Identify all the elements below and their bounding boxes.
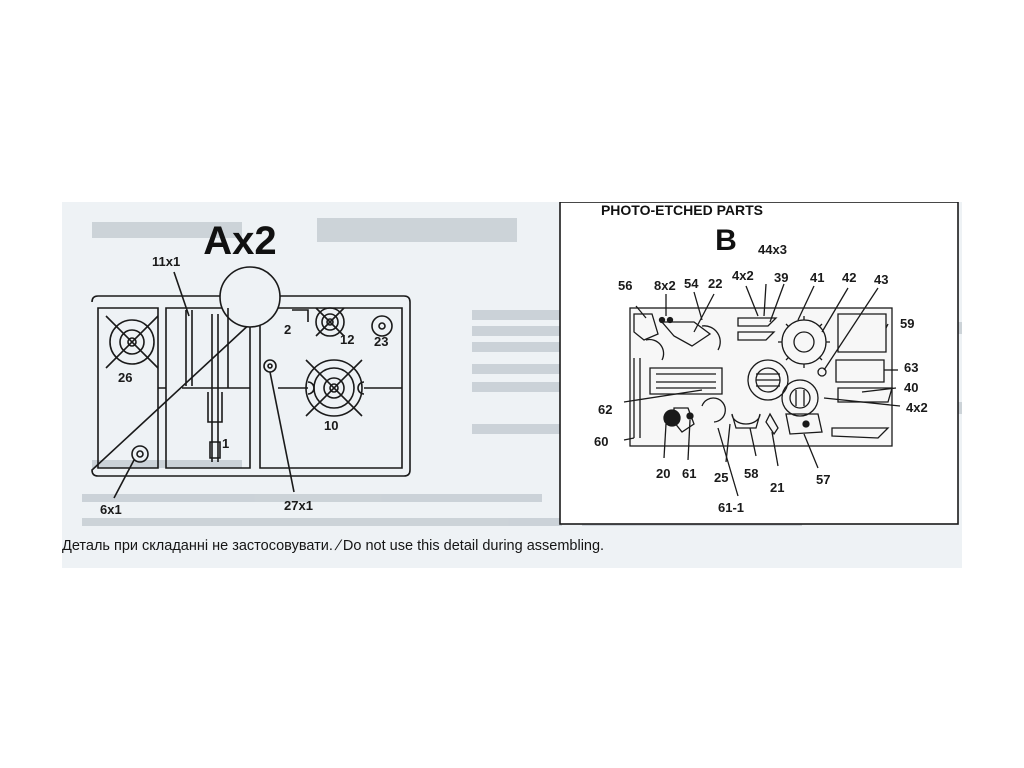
label-63: 63 (904, 360, 918, 375)
label-39: 39 (774, 270, 788, 285)
label-60: 60 (594, 434, 608, 449)
photo-etched-header: PHOTO-ETCHED PARTS (601, 202, 763, 218)
photo-etched-letter: B (715, 224, 737, 257)
label-2: 2 (284, 322, 291, 337)
label-40: 40 (904, 380, 918, 395)
label-12: 12 (340, 332, 354, 347)
slash-separator-icon: / (332, 538, 343, 554)
label-1: 1 (222, 436, 229, 451)
label-25: 25 (714, 470, 728, 485)
label-26: 26 (118, 370, 132, 385)
label-62: 62 (598, 402, 612, 417)
note-ukrainian: Деталь при складанні не застосовувати. (62, 538, 333, 554)
label-61: 61 (682, 466, 696, 481)
sprue-a-title: Ax2 (203, 219, 276, 263)
label-6x1: 6x1 (100, 502, 122, 517)
label-43: 43 (874, 272, 888, 287)
label-57: 57 (816, 472, 830, 487)
label-58: 58 (744, 466, 758, 481)
label-10: 10 (324, 418, 338, 433)
instruction-scan: Ax2 11x1 2 12 23 26 10 1 6x1 27x1 PHOTO-… (62, 202, 962, 568)
label-22: 22 (708, 276, 722, 291)
label-44x3: 44x3 (758, 242, 787, 257)
label-42: 42 (842, 270, 856, 285)
diagram-canvas: Ax2 11x1 2 12 23 26 10 1 6x1 27x1 PHOTO-… (82, 202, 962, 526)
fret-diagram (623, 283, 901, 497)
label-11x1: 11x1 (152, 254, 180, 269)
label-4x2-top: 4x2 (732, 268, 754, 283)
label-41: 41 (810, 270, 824, 285)
label-8x2: 8x2 (654, 278, 676, 293)
label-59: 59 (900, 316, 914, 331)
label-21: 21 (770, 480, 784, 495)
note-english: Do not use this detail during assembling… (342, 538, 605, 554)
label-56: 56 (618, 278, 632, 293)
label-4x2-right: 4x2 (906, 400, 928, 415)
sprue-a-diagram (91, 266, 411, 499)
label-27x1: 27x1 (284, 498, 313, 513)
label-61-1: 61-1 (718, 500, 744, 515)
photo-etched-labels: 56 8x2 54 22 4x2 44x3 39 41 42 43 59 63 … (594, 242, 928, 515)
assembly-note: Деталь при складанні не застосовувати./D… (62, 538, 962, 554)
label-23: 23 (374, 334, 388, 349)
label-54: 54 (684, 276, 699, 291)
sprue-a-labels: 11x1 2 12 23 26 10 1 6x1 27x1 (100, 254, 388, 517)
label-20: 20 (656, 466, 670, 481)
